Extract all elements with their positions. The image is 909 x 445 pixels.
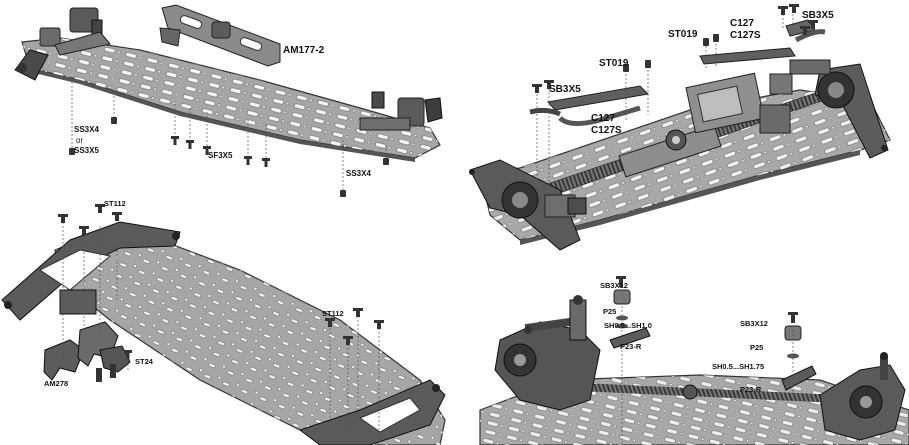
label-st019-lower: ST019 — [599, 58, 629, 69]
label-c127s-upper: C127S — [730, 30, 761, 41]
label-c127s-lower: C127S — [591, 125, 622, 136]
front-steering-assembly — [14, 7, 111, 81]
label-sb3x5-lower: SB3X5 — [549, 84, 581, 95]
label-am177-2: AM177-2 — [283, 45, 325, 56]
panel-top-left — [14, 4, 443, 197]
front-wishbone-assembly — [1, 221, 181, 321]
label-or: or — [76, 136, 84, 145]
screws — [532, 4, 818, 93]
label-ss3x4: SS3X4 — [74, 125, 99, 134]
center-gearbox — [618, 72, 791, 178]
rear-wishbone-assembly — [769, 59, 889, 159]
panel-top-right — [469, 4, 891, 251]
am177-bracket — [159, 4, 281, 67]
label-sh-left: SH0.5...SH1.0 — [604, 321, 652, 330]
panel-bottom-left — [1, 204, 446, 445]
label-sb3x12-left: SB3X12 — [600, 281, 628, 290]
label-st019-upper: ST019 — [668, 29, 698, 40]
label-st112-left: ST112 — [104, 199, 126, 208]
rear-wishbone-assembly — [298, 379, 446, 445]
label-sf3x5: SF3X5 — [208, 151, 233, 160]
label-c127-upper: C127 — [730, 18, 754, 29]
label-st24: ST24 — [135, 357, 153, 366]
panel-bottom-right — [479, 276, 909, 445]
label-sb3x5-upper: SB3X5 — [802, 10, 834, 21]
rear-hub-assembly — [359, 91, 443, 131]
label-am278: AM278 — [44, 379, 69, 388]
turnbuckle-links — [529, 19, 826, 126]
label-p23r-right: P23-R — [740, 385, 762, 394]
label-ss3x5: SS3X5 — [74, 146, 99, 155]
label-p23r-left: P23-R — [620, 342, 642, 351]
label-sh-right: SH0.5...SH1.75 — [712, 362, 765, 371]
label-ss3x4-right: SS3X4 — [346, 169, 371, 178]
label-p25-right: P25 — [750, 343, 764, 352]
label-p25-left: P25 — [603, 307, 617, 316]
front-wishbone-assembly — [469, 159, 587, 251]
label-sb3x12-right: SB3X12 — [740, 319, 768, 328]
roll-center-spacers — [609, 276, 817, 391]
am278-mounts — [43, 321, 131, 382]
screws — [58, 204, 384, 359]
drive-belt — [558, 382, 840, 403]
label-c127-lower: C127 — [591, 113, 615, 124]
screws — [69, 117, 389, 197]
front-suspension-assembly — [494, 295, 601, 411]
rear-suspension-assembly — [819, 352, 906, 441]
label-st112-right: ST112 — [322, 309, 344, 318]
